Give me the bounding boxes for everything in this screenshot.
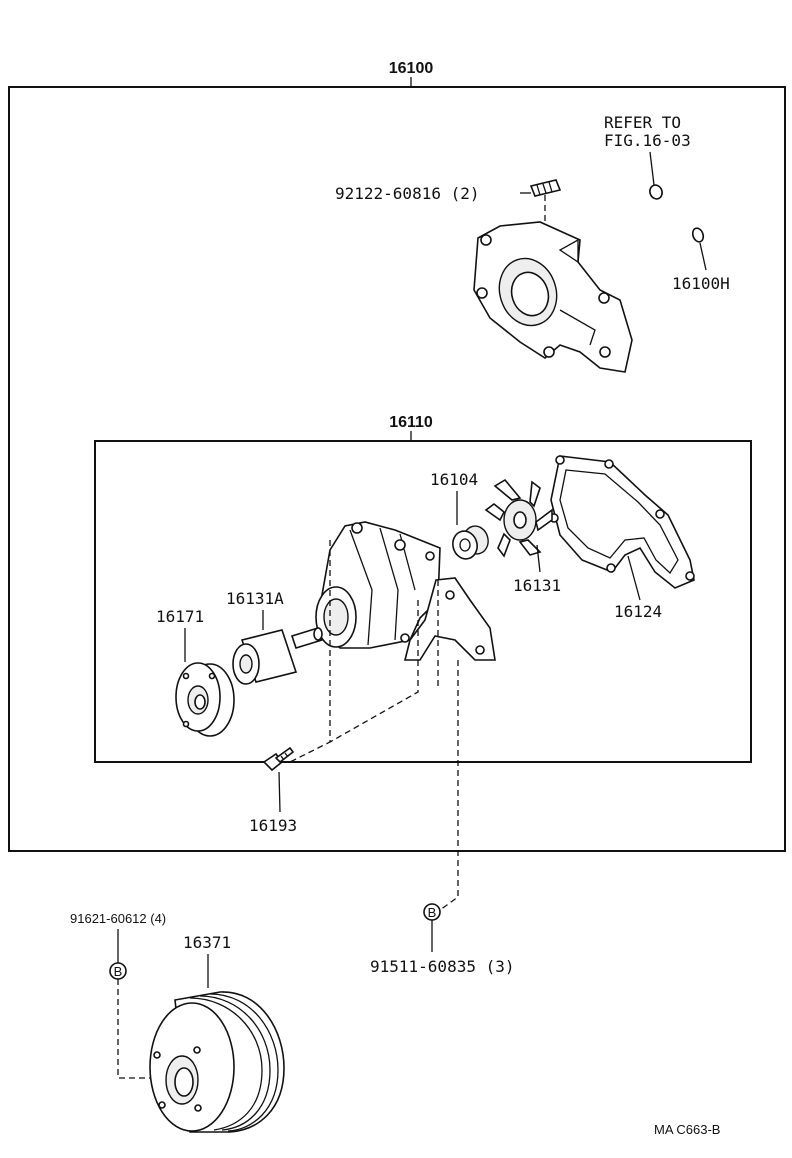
stud-bolt (529, 179, 562, 230)
part-label-16104: 16104 (430, 470, 478, 489)
refer-note-line2: FIG.16-03 (604, 131, 691, 150)
pulley-16371 (149, 991, 285, 1133)
subassembly-label: 16110 (389, 414, 433, 431)
bolt-16193 (262, 746, 295, 772)
part-label-16100h: 16100H (672, 274, 730, 293)
callout-b-pump: B (423, 903, 441, 921)
part-label-16131: 16131 (513, 576, 561, 595)
gasket-16124 (549, 455, 695, 589)
pump-body-16110 (315, 521, 496, 661)
part-label-pump-bolt: 91511-60835 (3) (370, 957, 515, 976)
flange-16171 (175, 662, 235, 737)
part-label-16171: 16171 (156, 607, 204, 626)
diagram-code: MA C663-B (654, 1122, 720, 1137)
part-label-16371: 16371 (183, 933, 231, 952)
svg-text:B: B (114, 964, 123, 979)
o-ring-16100h (691, 227, 705, 243)
impeller-16131 (484, 478, 553, 558)
o-ring-small (649, 184, 663, 200)
shaft-bearing-16131a (232, 627, 324, 685)
part-label-16131a: 16131A (226, 589, 284, 608)
assembly-label: 16100 (389, 60, 434, 77)
seal-16104 (452, 525, 489, 560)
callout-b-pulley: B (109, 962, 127, 980)
part-label-16124: 16124 (614, 602, 662, 621)
refer-note-line1: REFER TO (604, 113, 681, 132)
part-label-16193: 16193 (249, 816, 297, 835)
subassembly-box-16110 (94, 440, 752, 763)
pump-cover-housing (473, 221, 633, 373)
assembly-box-16100 (8, 86, 786, 852)
svg-text:B: B (428, 905, 437, 920)
part-label-pulley-bolt: 91621-60612 (4) (70, 911, 166, 926)
part-label-stud: 92122-60816 (2) (335, 184, 480, 203)
